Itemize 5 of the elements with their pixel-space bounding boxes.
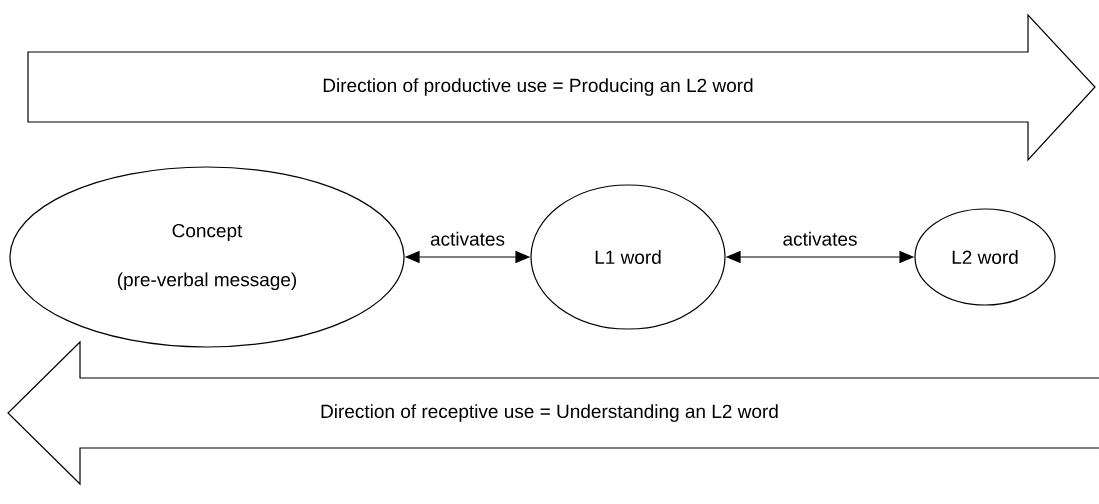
- edge-label: activates: [430, 231, 505, 246]
- ellipse-node: L2 word: [914, 208, 1056, 306]
- ellipse-node: L1 word: [530, 184, 726, 330]
- ellipse-node: Concept (pre-verbal message): [9, 166, 405, 348]
- edge-label: activates: [783, 231, 857, 246]
